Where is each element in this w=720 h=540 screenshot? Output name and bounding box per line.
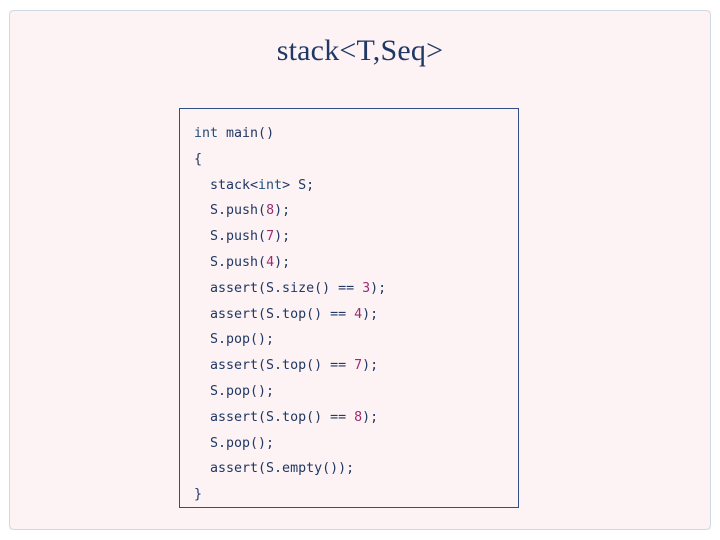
code-token-ident: { (194, 151, 203, 167)
code-line: S.push(4); (188, 250, 518, 276)
code-token-num: 7 (354, 358, 363, 374)
code-token-ident: assert(S.size() == (194, 280, 363, 296)
code-line: int main() (188, 121, 518, 147)
code-token-num: 3 (362, 280, 371, 296)
slide-margin-top (0, 0, 720, 10)
code-token-ident: main() (218, 126, 275, 141)
code-token-ident: ); (274, 203, 291, 219)
code-token-num: 8 (354, 409, 363, 425)
code-line: S.push(8); (188, 198, 518, 224)
code-token-kw: int (194, 126, 219, 141)
code-token-ident: assert(S.top() == (194, 358, 355, 374)
code-token-ident: ); (274, 229, 291, 245)
slide-margin-right (711, 0, 720, 540)
code-token-ident: S.push( (194, 229, 267, 245)
slide-margin-bottom (0, 530, 720, 540)
code-token-ident: ); (274, 254, 291, 270)
code-line: stack<int> S; (188, 173, 518, 199)
code-line: assert(S.top() == 8); (188, 405, 518, 431)
code-token-ident: ); (370, 280, 387, 296)
code-token-ident: ); (362, 409, 379, 425)
slide-margin-left (0, 0, 9, 540)
code-token-num: 7 (266, 229, 275, 245)
code-line: assert(S.size() == 3); (188, 276, 518, 302)
code-token-num: 4 (354, 306, 363, 322)
code-block: int main(){ stack<int> S; S.push(8); S.p… (179, 108, 519, 508)
code-token-ident: } (194, 487, 203, 503)
code-token-ident: S.push( (194, 254, 267, 270)
code-token-ident: stack< (194, 177, 259, 193)
code-line: S.push(7); (188, 224, 518, 250)
code-token-ident: ); (362, 358, 379, 374)
code-lines-container: int main(){ stack<int> S; S.push(8); S.p… (188, 121, 518, 508)
code-line: assert(S.top() == 7); (188, 353, 518, 379)
code-token-ident: assert(S.top() == (194, 306, 355, 322)
code-line: S.pop(); (188, 431, 518, 457)
code-token-kw: int (258, 177, 283, 193)
code-line: S.pop(); (188, 327, 518, 353)
code-line: S.pop(); (188, 379, 518, 405)
code-token-num: 8 (266, 203, 275, 219)
code-token-ident: assert(S.top() == (194, 409, 355, 425)
code-line: assert(S.top() == 4); (188, 302, 518, 328)
code-token-ident: assert(S.empty()); (194, 461, 355, 477)
code-token-ident: S.pop(); (194, 383, 275, 399)
code-token-ident: S.push( (194, 203, 267, 219)
code-token-ident: S.pop(); (194, 435, 275, 451)
code-token-num: 4 (266, 254, 275, 270)
code-line: { (188, 147, 518, 173)
code-token-ident: ); (362, 306, 379, 322)
code-line: } (188, 482, 518, 508)
code-token-ident: S.pop(); (194, 332, 275, 348)
code-line: assert(S.empty()); (188, 456, 518, 482)
page-title: stack<T,Seq> (276, 34, 444, 67)
code-token-ident: > S; (282, 177, 315, 193)
